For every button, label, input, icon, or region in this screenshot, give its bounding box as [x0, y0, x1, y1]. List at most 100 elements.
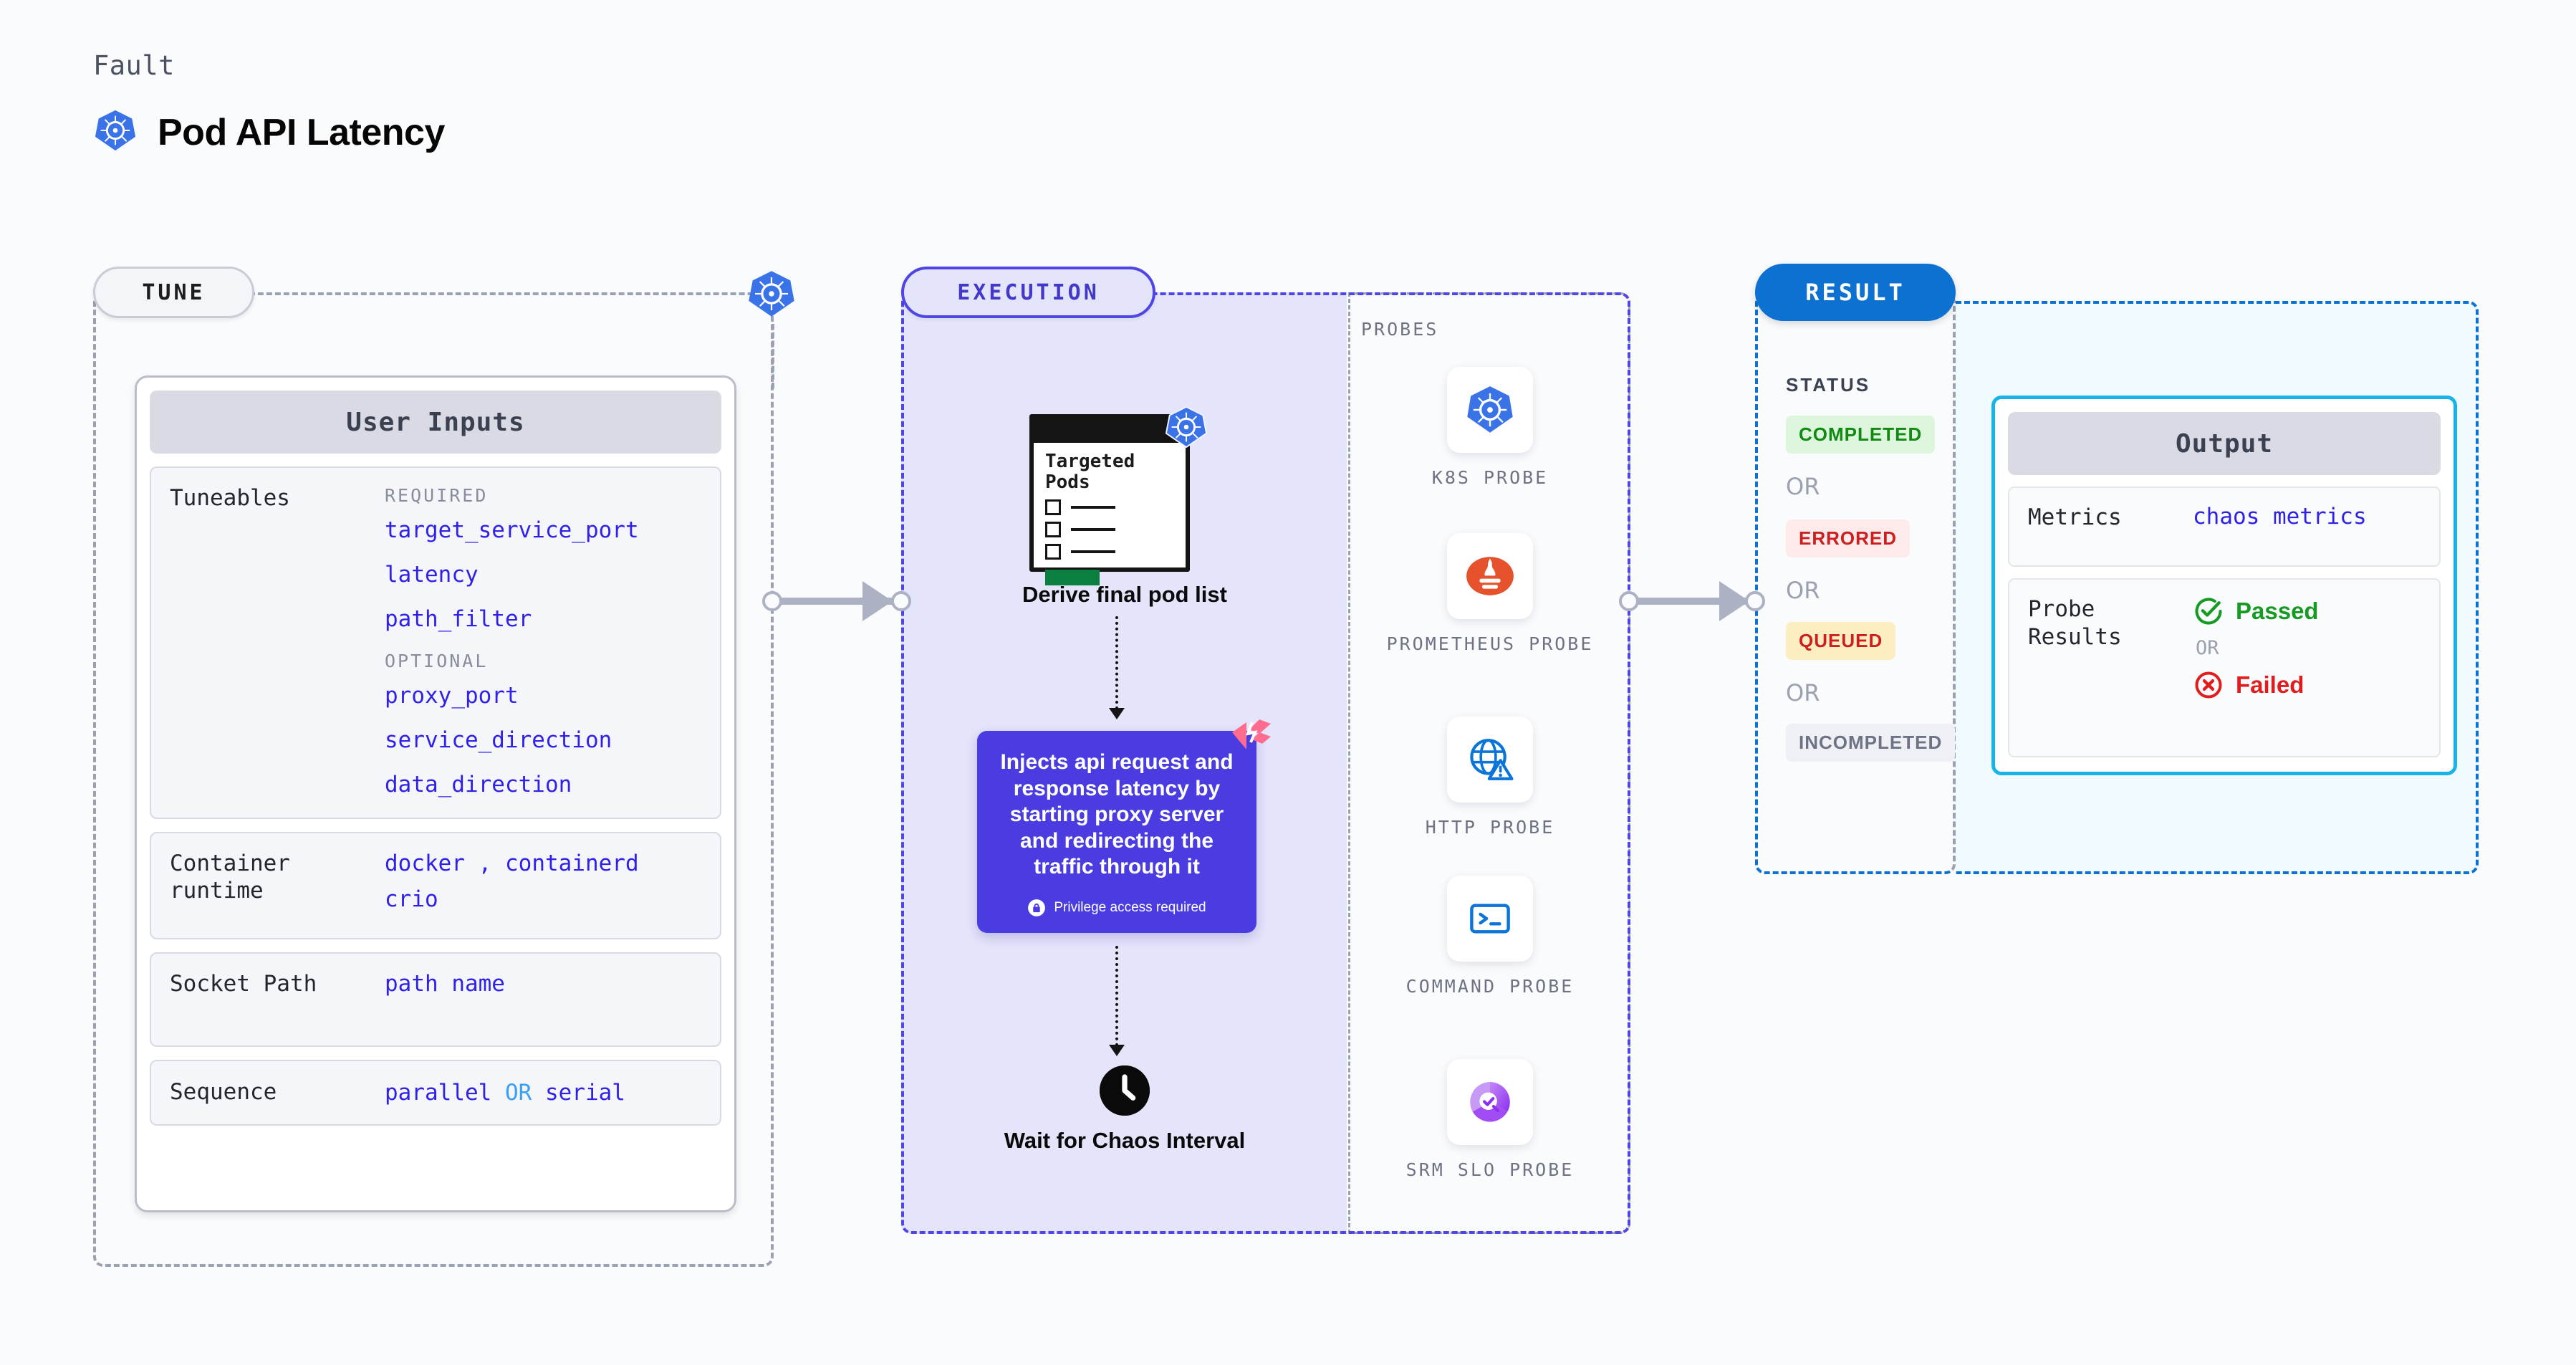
- tuneable-proxy-port[interactable]: proxy_port: [385, 683, 519, 709]
- placeholder-line: [1071, 506, 1115, 509]
- probe-label: K8S PROBE: [1431, 467, 1549, 488]
- runtime-containerd: containerd: [505, 851, 639, 876]
- flow-arrow-wait: [1109, 1045, 1125, 1056]
- check-circle-icon: [2195, 598, 2222, 625]
- sequence-or: OR: [504, 1080, 532, 1106]
- probe-http[interactable]: HTTP PROBE: [1383, 717, 1597, 840]
- kubernetes-icon: [1164, 405, 1208, 453]
- output-card: Output Metrics chaos metrics Probe Resul…: [1991, 396, 2457, 775]
- probe-srm-slo[interactable]: SRM SLO PROBE: [1383, 1059, 1597, 1182]
- wait-chaos-interval-node: Wait for Chaos Interval: [924, 1065, 1325, 1154]
- status-title: STATUS: [1786, 374, 1871, 396]
- probes-title: PROBES: [1361, 319, 1439, 340]
- globe-warning-icon: [1447, 717, 1533, 803]
- socket-path-row: Socket Path path name: [150, 952, 721, 1047]
- kubernetes-icon: [746, 269, 797, 322]
- tuneables-row: Tuneables REQUIRED target_service_port l…: [150, 466, 721, 819]
- privilege-note: Privilege access required: [977, 899, 1256, 917]
- sequence-parallel: parallel: [385, 1080, 492, 1106]
- page-title: Pod API Latency: [158, 111, 445, 153]
- pod-checkbox-row: [1034, 544, 1186, 560]
- harness-logo: [1231, 718, 1272, 759]
- placeholder-line: [1071, 528, 1115, 532]
- container-runtime-label: Container runtime: [170, 851, 290, 904]
- flow-line-derive-to-inject: [1115, 616, 1118, 709]
- connector-arrow-tune-exec: [862, 581, 893, 621]
- socket-path-label: Socket Path: [170, 971, 317, 997]
- title-row: Pod API Latency: [93, 108, 445, 156]
- card-titlebar: [1034, 418, 1186, 443]
- targeted-pods-title: Targeted Pods: [1045, 451, 1135, 494]
- tuneable-service-direction[interactable]: service_direction: [385, 727, 612, 753]
- tune-connector-stem: [772, 324, 774, 388]
- kubernetes-icon: [1447, 367, 1533, 453]
- progress-bar: [1045, 570, 1100, 586]
- pod-checkbox-row: [1034, 499, 1186, 516]
- output-header: Output: [2008, 412, 2441, 475]
- connector-line-exec-result: [1629, 598, 1752, 605]
- probe-k8s[interactable]: K8S PROBE: [1383, 367, 1597, 490]
- tuneable-data-direction[interactable]: data_direction: [385, 772, 572, 798]
- sequence-label: Sequence: [170, 1079, 277, 1106]
- status-or-1: OR: [1786, 473, 1820, 500]
- metrics-label: Metrics: [2028, 504, 2122, 530]
- derive-pod-list-label: Derive final pod list: [1022, 582, 1227, 607]
- tune-section-boundary: [93, 292, 774, 1267]
- probe-results-row: Probe Results Passed OR Failed: [2008, 578, 2441, 757]
- execution-section-boundary: [901, 292, 1630, 1234]
- tuneable-path-filter[interactable]: path_filter: [385, 606, 532, 632]
- page-header: Fault Pod API Latency: [93, 50, 445, 156]
- connector-arrow-exec-result: [1719, 581, 1749, 621]
- probe-command[interactable]: COMMAND PROBE: [1383, 876, 1597, 999]
- inject-fault-card: Injects api request and response latency…: [977, 719, 1271, 933]
- probe-results-label: Probe Results: [2028, 596, 2122, 650]
- status-badge-queued: QUEUED: [1786, 622, 1896, 660]
- user-inputs-card: User Inputs Tuneables REQUIRED target_se…: [135, 375, 736, 1212]
- lock-icon: [1028, 899, 1046, 916]
- result-stage-chip[interactable]: RESULT: [1755, 264, 1956, 321]
- status-or-2: OR: [1786, 577, 1820, 604]
- tune-stage-chip[interactable]: TUNE: [93, 267, 254, 318]
- targeted-pods-card: Targeted Pods: [1029, 414, 1190, 586]
- prometheus-icon: [1447, 533, 1533, 619]
- passed-label: Passed: [2236, 598, 2319, 624]
- container-runtime-values-line1: docker , containerd: [385, 851, 701, 876]
- metrics-row: Metrics chaos metrics: [2008, 487, 2441, 567]
- tuneable-target-service-port[interactable]: target_service_port: [385, 517, 639, 543]
- probe-label: HTTP PROBE: [1425, 817, 1555, 838]
- probe-prometheus[interactable]: PROMETHEUS PROBE: [1383, 533, 1597, 656]
- wait-chaos-interval-label: Wait for Chaos Interval: [1004, 1128, 1246, 1153]
- fault-kicker: Fault: [93, 50, 175, 81]
- runtime-crio: crio: [385, 886, 438, 912]
- metrics-value: chaos metrics: [2193, 504, 2367, 530]
- runtime-docker: docker: [385, 851, 465, 876]
- status-badge-incompleted: INCOMPLETED: [1786, 724, 1956, 762]
- probe-label: SRM SLO PROBE: [1405, 1159, 1575, 1180]
- flow-arrow-inject: [1109, 708, 1125, 719]
- connector-dot-exec-in: [891, 591, 911, 611]
- execution-stage-chip[interactable]: EXECUTION: [901, 267, 1155, 318]
- tuneables-label: Tuneables: [170, 485, 290, 511]
- x-circle-icon: [2195, 671, 2222, 699]
- slo-donut-icon: [1447, 1059, 1533, 1145]
- optional-label: OPTIONAL: [385, 651, 489, 671]
- flow-line-inject-to-wait: [1115, 946, 1118, 1046]
- connector-dot-tune-out: [762, 591, 782, 611]
- connector-dot-exec-out: [1619, 591, 1639, 611]
- user-inputs-header: User Inputs: [150, 391, 721, 454]
- required-label: REQUIRED: [385, 485, 489, 506]
- sequence-row: Sequence parallel OR serial: [150, 1060, 721, 1126]
- socket-path-value: path name: [385, 971, 505, 997]
- status-badge-errored: ERRORED: [1786, 519, 1911, 557]
- probe-results-values: Passed OR Failed: [2193, 595, 2319, 740]
- kubernetes-icon: [93, 108, 138, 156]
- probe-result-or: OR: [2196, 637, 2219, 659]
- probe-label: COMMAND PROBE: [1405, 976, 1575, 997]
- sequence-values: parallel OR serial: [385, 1080, 701, 1106]
- tuneable-latency[interactable]: latency: [385, 562, 479, 588]
- failed-label: Failed: [2236, 671, 2305, 698]
- probe-result-passed: Passed: [2193, 595, 2319, 627]
- status-badge-completed: COMPLETED: [1786, 416, 1936, 454]
- probe-label: PROMETHEUS PROBE: [1386, 633, 1594, 654]
- inject-description: Injects api request and response latency…: [1000, 750, 1234, 879]
